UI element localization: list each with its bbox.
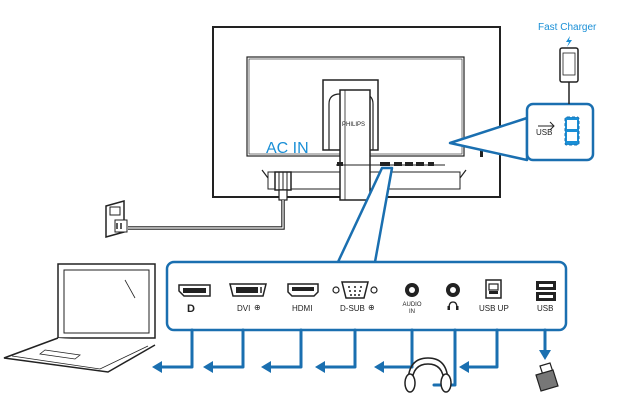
wall-outlet-icon xyxy=(105,200,128,238)
port-label-dsub: D-SUB xyxy=(340,304,365,313)
headphone-jack-icon xyxy=(446,283,460,310)
dvi-connector-glyph: ⊕ xyxy=(254,303,261,312)
headphones-icon xyxy=(404,357,452,393)
audio-in-jack-icon xyxy=(405,283,419,297)
dsub-port-icon xyxy=(332,281,378,299)
brand-label: PHILIPS xyxy=(342,122,366,128)
hdmi-port-icon xyxy=(287,283,319,297)
stand-neck xyxy=(339,89,371,201)
ac-in-label: AC IN xyxy=(266,140,309,157)
laptop-icon xyxy=(3,263,156,373)
arrow-heads xyxy=(152,350,551,373)
displayport-icon xyxy=(178,284,211,297)
phone-icon xyxy=(559,47,579,104)
connection-arrows xyxy=(158,328,547,387)
port-label-dvi: DVI xyxy=(237,304,251,313)
dsub-connector-glyph: ⊕ xyxy=(368,303,375,312)
usb-up-port-icon xyxy=(485,279,502,299)
port-label-displayport: D xyxy=(187,303,195,315)
usb-port-icon xyxy=(536,281,556,301)
port-label-audio-in: AUDIO IN xyxy=(402,302,422,315)
port-label-usb: USB xyxy=(537,304,554,313)
dvi-port-icon xyxy=(229,283,267,297)
port-label-hdmi: HDMI xyxy=(292,304,313,313)
power-cord xyxy=(128,171,292,230)
fast-charger-label: Fast Charger xyxy=(538,22,597,33)
usb-callout-label: USB xyxy=(536,128,553,137)
lightning-icon xyxy=(566,36,572,47)
port-label-usb-up: USB UP xyxy=(479,304,509,313)
monitor-port-strip xyxy=(336,162,445,166)
port-panel xyxy=(165,260,568,332)
usb-stick-icon xyxy=(535,362,559,392)
usb-callout-box xyxy=(525,102,595,162)
